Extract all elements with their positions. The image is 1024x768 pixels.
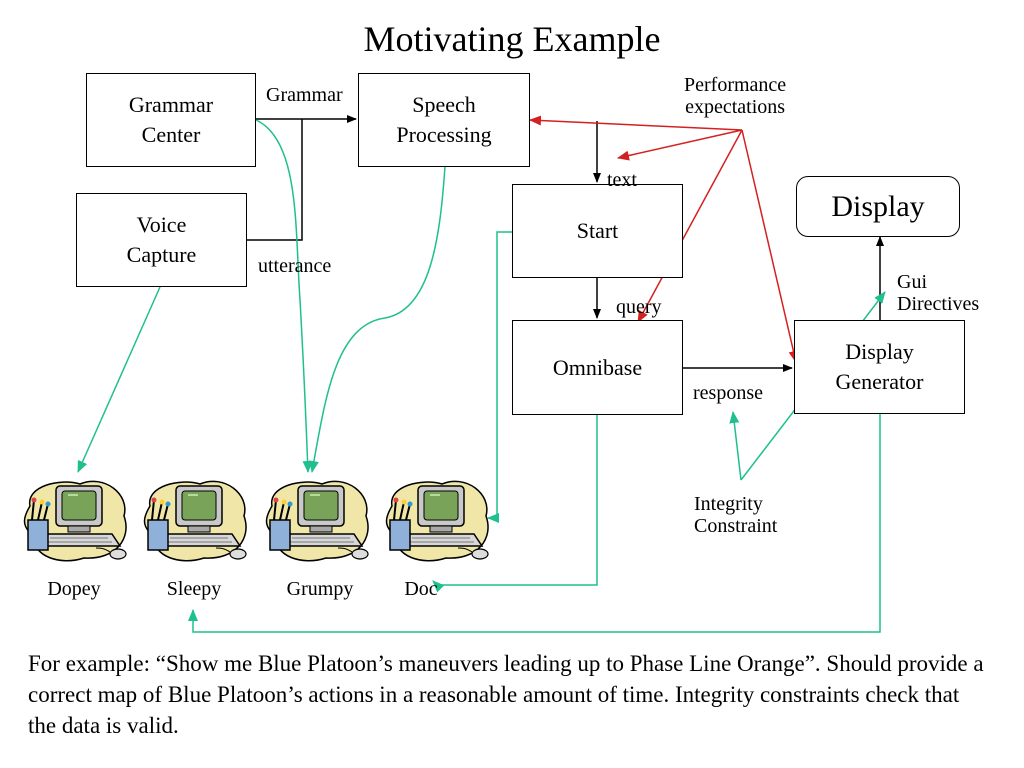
computer-icon [143,480,247,562]
grammar-to-grumpy-arrow [255,119,313,473]
example-caption: For example: “Show me Blue Platoon’s man… [28,651,984,738]
integrity-constraint-label: Integrity Constraint [694,493,778,537]
performance-arrow-query [637,129,743,323]
display-generator-box: Display Generator [794,320,965,414]
grammar-label: Grammar [266,84,343,106]
utterance-flow-line [247,119,303,241]
computer-name-doc: Doc [404,578,438,600]
computer-icon [385,480,489,562]
speech-to-grumpy-arrow [309,165,446,473]
performance-arrow-speech [529,115,743,131]
gui-directives-label: Gui Directives [897,271,980,315]
computer-icon [23,480,127,562]
computer-name-dopey: Dopey [47,578,101,600]
display-generator-to-sleepy-arrow [188,414,881,633]
voice-to-dopey-arrow [77,286,161,473]
omnibase-box: Omnibase [512,320,683,415]
performance-arrow-text [617,129,743,161]
performance-arrow-display [741,129,799,363]
response-label: response [693,382,763,404]
voice-capture-box: Voice Capture [76,193,247,287]
computer-name-sleepy: Sleepy [166,578,222,600]
integrity-to-response-arrow [729,411,742,481]
omnibase-to-doc-arrow [432,415,598,593]
start-to-doc-arrow [487,231,512,523]
start-box: Start [512,184,683,278]
computer-name-grumpy: Grumpy [286,578,354,600]
grammar-center-box: Grammar Center [86,73,256,167]
slide-title: Motivating Example [363,19,661,59]
computer-icon [265,480,369,562]
performance-expectations-label: Performance expectations [684,74,787,118]
display-box: Display [796,176,960,237]
utterance-label: utterance [258,255,332,277]
text-label: text [607,169,637,191]
query-label: query [616,296,662,318]
speech-processing-box: Speech Processing [358,73,530,167]
